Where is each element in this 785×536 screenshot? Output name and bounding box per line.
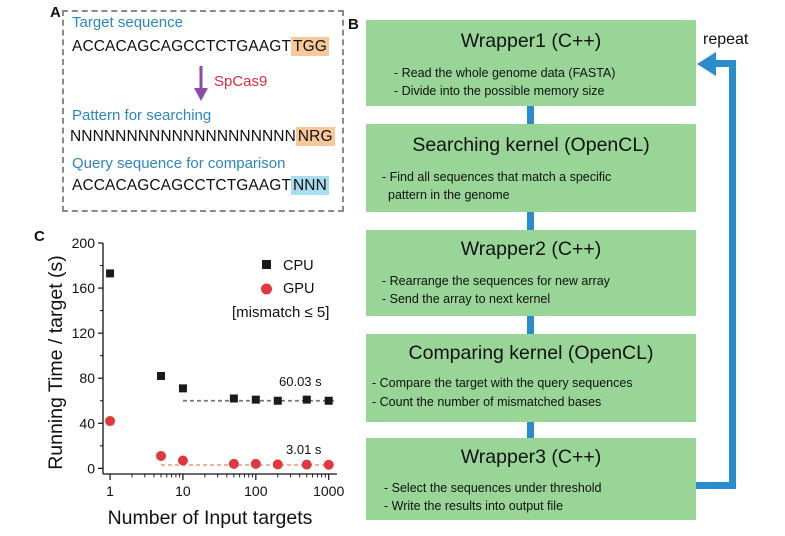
query-sequence-main: ACCACAGCAGCCTCTGAAGT — [72, 177, 292, 194]
data-point-cpu — [251, 395, 260, 404]
step-detail: - Write the results into output file — [384, 499, 564, 513]
target-sequence-heading: Target sequence — [72, 14, 183, 31]
legend-gpu-marker — [261, 283, 272, 295]
data-point-cpu — [273, 396, 282, 405]
x-axis-label: Number of Input targets — [108, 507, 313, 529]
step-title: Wrapper3 (C++) — [460, 446, 602, 468]
step-detail: - Find all sequences that match a specif… — [382, 170, 612, 184]
data-point-gpu — [301, 459, 312, 470]
y-tick-label: 160 — [72, 280, 96, 296]
step-box-searching-kernel: Searching kernel (OpenCL) - Find all seq… — [366, 124, 696, 212]
data-point-gpu — [105, 416, 116, 427]
step-detail: - Select the sequences under threshold — [384, 481, 602, 495]
pattern-pam: NRG — [295, 127, 335, 146]
step-title: Searching kernel (OpenCL) — [412, 134, 650, 156]
data-point-gpu — [177, 455, 188, 466]
x-tick-label: 1 — [106, 483, 114, 499]
sequence-panel — [62, 10, 344, 212]
step-detail: - Send the array to next kernel — [382, 292, 551, 306]
step-detail: - Compare the target with the query sequ… — [372, 376, 633, 390]
data-point-cpu — [157, 371, 166, 380]
step-detail: - Read the whole genome data (FASTA) — [394, 66, 616, 80]
step-box-wrapper1: Wrapper1 (C++) - Read the whole genome d… — [366, 20, 696, 106]
panel-label-c: C — [34, 228, 45, 245]
y-tick-label: 40 — [79, 415, 95, 431]
y-tick-label: 0 — [87, 460, 95, 476]
y-tick-label: 120 — [72, 325, 96, 341]
step-box-wrapper2: Wrapper2 (C++) - Rearrange the sequences… — [366, 230, 696, 316]
enzyme-label: SpCas9 — [214, 73, 268, 90]
y-tick-label: 200 — [72, 235, 96, 251]
data-point-cpu — [324, 396, 333, 405]
step-detail: - Count the number of mismatched bases — [372, 395, 602, 409]
y-tick-label: 80 — [79, 370, 95, 386]
data-point-cpu — [302, 395, 311, 404]
step-box-comparing-kernel: Comparing kernel (OpenCL) - Compare the … — [366, 334, 696, 422]
target-pam: TGG — [291, 37, 329, 56]
data-point-gpu — [272, 459, 283, 470]
target-sequence-main: ACCACAGCAGCCTCTGAAGT — [72, 38, 292, 55]
step-title: Wrapper2 (C++) — [460, 238, 602, 260]
step-title: Comparing kernel (OpenCL) — [408, 342, 654, 364]
repeat-arrow-icon — [697, 52, 716, 76]
y-axis-label: Running Time / target (s) — [45, 255, 67, 470]
x-tick-label: 100 — [244, 483, 268, 499]
legend-cpu-label: CPU — [283, 258, 314, 274]
data-point-cpu — [229, 394, 238, 403]
step-box-wrapper3: Wrapper3 (C++) - Select the sequences un… — [366, 438, 696, 520]
query-heading: Query sequence for comparison — [72, 155, 286, 172]
data-point-gpu — [156, 450, 167, 461]
x-tick-label: 1000 — [313, 483, 344, 499]
step-detail: pattern in the genome — [388, 188, 510, 202]
legend-gpu-label: GPU — [283, 281, 315, 297]
query-pam: NNN — [291, 176, 329, 195]
step-detail: - Divide into the possible memory size — [394, 84, 605, 98]
data-point-gpu — [250, 458, 261, 469]
panel-label-b: B — [348, 16, 359, 33]
repeat-loop-vertical — [729, 60, 736, 489]
mismatch-condition-label: [mismatch ≤ 5] — [232, 304, 330, 321]
repeat-label: repeat — [703, 31, 749, 48]
data-point-gpu — [323, 459, 334, 470]
down-arrow-icon — [194, 66, 208, 101]
step-detail: - Rearrange the sequences for new array — [382, 274, 610, 288]
repeat-loop-bottom — [696, 482, 736, 489]
data-point-cpu — [106, 269, 115, 278]
pattern-sequence-main: NNNNNNNNNNNNNNNNNNNN — [70, 128, 296, 145]
repeat-loop-top — [712, 60, 736, 67]
pattern-heading: Pattern for searching — [72, 107, 212, 124]
x-tick-label: 10 — [175, 483, 191, 499]
cpu-plateau-label: 60.03 s — [279, 374, 322, 389]
legend-cpu-marker — [262, 260, 271, 269]
gpu-plateau-label: 3.01 s — [286, 442, 322, 457]
step-title: Wrapper1 (C++) — [460, 30, 602, 52]
panel-label-a: A — [50, 4, 61, 21]
data-point-cpu — [178, 384, 187, 393]
data-point-gpu — [228, 458, 239, 469]
